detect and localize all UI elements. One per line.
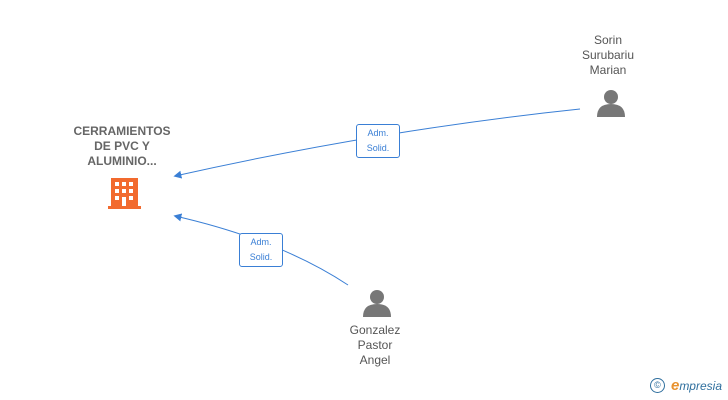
person-name-gonzalez[interactable]: Gonzalez Pastor Angel (349, 323, 401, 367)
empresia-logo[interactable]: © e mpresia (649, 377, 722, 394)
person-icon[interactable] (363, 290, 391, 317)
person-icon[interactable] (597, 90, 625, 117)
person-name-sorin[interactable]: Sorin Surubariu Marian (581, 33, 635, 77)
company-name[interactable]: CERRAMIENTOS DE PVC Y ALUMINIO... (73, 124, 171, 168)
building-icon[interactable] (108, 178, 141, 209)
brand-rest: mpresia (679, 378, 722, 393)
edge-label-person1: Adm. Solid. (356, 124, 400, 158)
edge-label-person2: Adm. Solid. (239, 233, 283, 267)
brand-initial: e (670, 377, 680, 394)
copyright-icon: © (649, 378, 665, 393)
